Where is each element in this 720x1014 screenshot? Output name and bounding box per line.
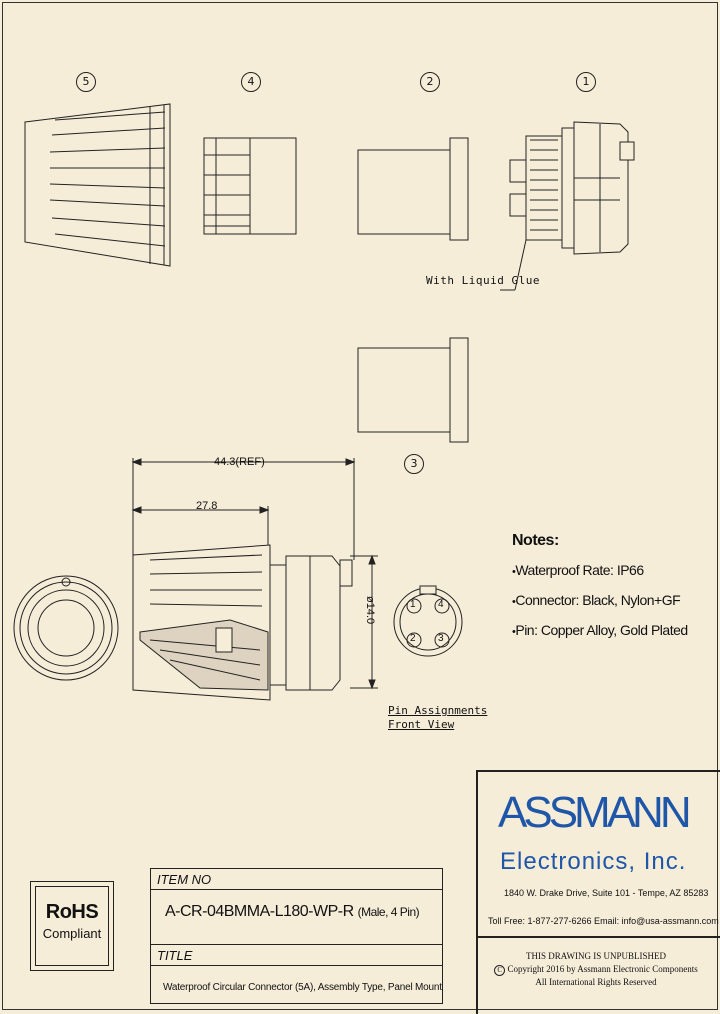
part-3-insert — [357, 337, 469, 443]
brand-logo: ASSMANN — [498, 788, 692, 837]
item-number: A-CR-04BMMA-L180-WP-R (Male, 4 Pin) — [165, 903, 420, 921]
brand-subtitle: Electronics, Inc. — [500, 848, 687, 875]
rohs-sub-text: Compliant — [42, 926, 102, 941]
dim-overall: 44.3(REF) — [214, 456, 265, 468]
note-item: Connector: Black, Nylon+GF — [512, 586, 712, 616]
pin-number-4: 4 — [438, 599, 444, 610]
title-block: ITEM NO A-CR-04BMMA-L180-WP-R (Male, 4 P… — [150, 868, 443, 1004]
title-label: TITLE — [157, 948, 193, 963]
title-value: Waterproof Circular Connector (5A), Asse… — [163, 982, 442, 993]
company-divider — [478, 936, 720, 938]
callout-2: 2 — [420, 72, 440, 92]
pin-number-3: 3 — [438, 633, 444, 644]
notes-list: Waterproof Rate: IP66 Connector: Black, … — [512, 556, 712, 646]
company-address: 1840 W. Drake Drive, Suite 101 - Tempe, … — [504, 888, 709, 898]
rohs-badge: RoHS Compliant — [30, 881, 114, 971]
note-item: Pin: Copper Alloy, Gold Plated — [512, 616, 712, 646]
company-block: ASSMANN Electronics, Inc. 1840 W. Drake … — [476, 770, 720, 1014]
pin-front-view — [393, 585, 463, 657]
pin-assign-line-1: Pin Assignments — [388, 704, 488, 717]
glue-annotation: With Liquid Glue — [426, 274, 540, 287]
assembled-side-view — [132, 544, 353, 701]
copyright-icon: C — [494, 965, 506, 976]
callout-3: 3 — [404, 454, 424, 474]
legal-line-3: All International Rights Reserved — [535, 977, 657, 987]
part-5-back-nut — [24, 103, 171, 267]
item-no-label: ITEM NO — [157, 872, 212, 887]
pin-number-1: 1 — [410, 599, 416, 610]
callout-4: 4 — [241, 72, 261, 92]
callout-5: 5 — [76, 72, 96, 92]
dim-diameter: ø14.0 — [364, 596, 376, 625]
dim-body: 27.8 — [196, 500, 218, 512]
part-4-clamp — [203, 137, 297, 235]
pin-assignments-label: Pin Assignments Front View — [388, 704, 487, 732]
front-view-nut — [13, 575, 119, 681]
company-contact: Toll Free: 1-877-277-6266 Email: info@us… — [488, 916, 719, 926]
notes-section: Notes: Waterproof Rate: IP66 Connector: … — [512, 532, 712, 646]
item-number-suffix: (Male, 4 Pin) — [357, 905, 420, 919]
pin-number-2: 2 — [410, 633, 416, 644]
part-2-seal — [357, 137, 469, 241]
title-label-row: TITLE — [151, 945, 442, 966]
dimension-lines — [131, 458, 378, 690]
pin-assign-line-2: Front View — [388, 718, 455, 731]
callout-1: 1 — [576, 72, 596, 92]
legal-notice: THIS DRAWING IS UNPUBLISHED C Copyright … — [478, 950, 714, 989]
part-1-body — [500, 121, 635, 291]
item-number-value: A-CR-04BMMA-L180-WP-R — [165, 903, 354, 920]
notes-title: Notes: — [512, 532, 559, 549]
item-no-value-row — [151, 889, 442, 945]
item-no-label-row: ITEM NO — [151, 869, 442, 890]
legal-line-1: THIS DRAWING IS UNPUBLISHED — [525, 951, 667, 961]
note-item: Waterproof Rate: IP66 — [512, 556, 712, 586]
legal-line-2: C Copyright 2016 by Assmann Electronic C… — [478, 963, 714, 976]
legal-line-2-text: Copyright 2016 by Assmann Electronic Com… — [507, 964, 698, 974]
rohs-main-text: RoHS — [45, 901, 99, 923]
rohs-inner: RoHS Compliant — [35, 886, 109, 966]
